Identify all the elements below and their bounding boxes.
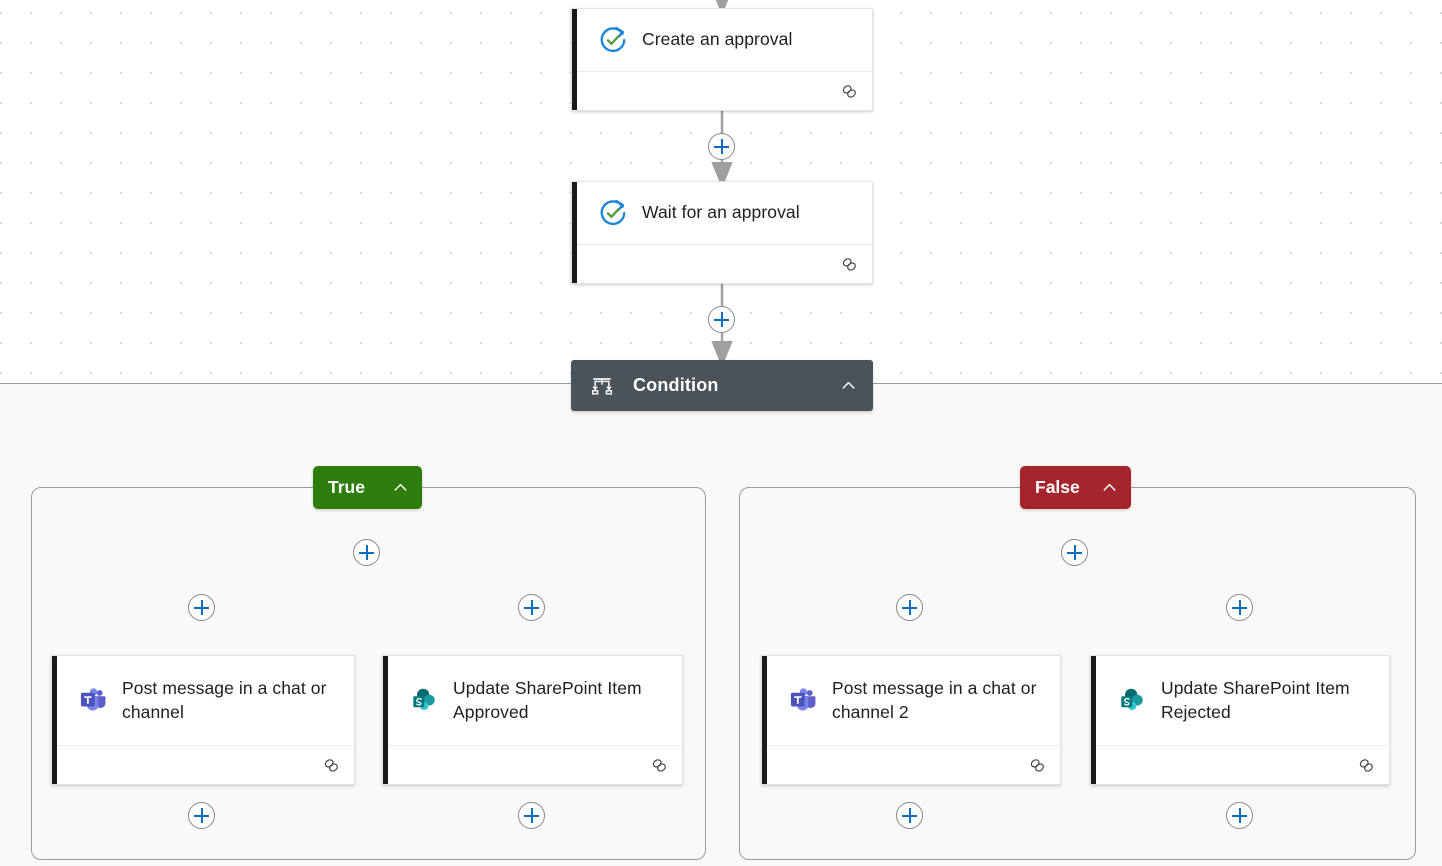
approval-icon bbox=[598, 198, 628, 228]
chain-link-icon[interactable] bbox=[322, 756, 341, 775]
chain-link-icon[interactable] bbox=[1357, 756, 1376, 775]
card-header: Post message in a chat or channel bbox=[52, 656, 354, 745]
branch-label: False bbox=[1035, 477, 1080, 497]
card-footer bbox=[383, 745, 682, 784]
chevron-up-icon[interactable] bbox=[1101, 479, 1118, 496]
insert-step-button-false-root[interactable] bbox=[1061, 539, 1088, 566]
card-title: Wait for an approval bbox=[642, 202, 800, 223]
branch-label: True bbox=[328, 477, 365, 497]
insert-step-button-false-left-end[interactable] bbox=[896, 802, 923, 829]
insert-step-button-after-wait-approval[interactable] bbox=[708, 306, 735, 333]
card-footer bbox=[1091, 745, 1389, 784]
action-card-update-sharepoint-rejected[interactable]: Update SharePoint Item Rejected bbox=[1090, 655, 1390, 785]
insert-step-button-after-create-approval[interactable] bbox=[708, 133, 735, 160]
card-footer bbox=[52, 745, 354, 784]
action-card-post-message-teams-1[interactable]: Post message in a chat or channel bbox=[51, 655, 355, 785]
chain-link-icon[interactable] bbox=[1028, 756, 1047, 775]
card-footer bbox=[572, 244, 872, 283]
action-card-post-message-teams-2[interactable]: Post message in a chat or channel 2 bbox=[761, 655, 1061, 785]
card-accent-bar bbox=[383, 656, 388, 784]
sharepoint-icon bbox=[1117, 686, 1147, 716]
action-card-update-sharepoint-approved[interactable]: Update SharePoint Item Approved bbox=[382, 655, 683, 785]
sharepoint-icon bbox=[409, 686, 439, 716]
approval-icon bbox=[598, 25, 628, 55]
branch-badge-true[interactable]: True bbox=[313, 466, 422, 509]
card-footer bbox=[762, 745, 1060, 784]
card-header: Post message in a chat or channel 2 bbox=[762, 656, 1060, 745]
card-title: Update SharePoint Item Rejected bbox=[1161, 678, 1350, 722]
insert-step-button-false-right[interactable] bbox=[1226, 594, 1253, 621]
insert-step-button-false-left[interactable] bbox=[896, 594, 923, 621]
action-card-create-approval[interactable]: Create an approval bbox=[571, 8, 873, 111]
card-accent-bar bbox=[52, 656, 57, 784]
chain-link-icon[interactable] bbox=[840, 82, 859, 101]
card-title: Post message in a chat or channel bbox=[122, 678, 327, 722]
microsoft-teams-icon bbox=[788, 686, 818, 716]
chevron-up-icon[interactable] bbox=[392, 479, 409, 496]
insert-step-button-true-root[interactable] bbox=[353, 539, 380, 566]
card-title: Update SharePoint Item Approved bbox=[453, 678, 642, 722]
chain-link-icon[interactable] bbox=[840, 255, 859, 274]
card-header: Wait for an approval bbox=[572, 182, 872, 244]
condition-title: Condition bbox=[633, 375, 719, 395]
branch-badge-false[interactable]: False bbox=[1020, 466, 1131, 509]
card-accent-bar bbox=[572, 9, 577, 110]
condition-node[interactable]: Condition bbox=[571, 360, 873, 411]
insert-step-button-true-right[interactable] bbox=[518, 594, 545, 621]
card-accent-bar bbox=[572, 182, 577, 283]
insert-step-button-true-right-end[interactable] bbox=[518, 802, 545, 829]
insert-step-button-true-left-end[interactable] bbox=[188, 802, 215, 829]
card-header: Update SharePoint Item Rejected bbox=[1091, 656, 1389, 745]
card-accent-bar bbox=[1091, 656, 1096, 784]
card-footer bbox=[572, 71, 872, 110]
insert-step-button-false-right-end[interactable] bbox=[1226, 802, 1253, 829]
insert-step-button-true-left[interactable] bbox=[188, 594, 215, 621]
microsoft-teams-icon bbox=[78, 686, 108, 716]
card-header: Update SharePoint Item Approved bbox=[383, 656, 682, 745]
chevron-up-icon[interactable] bbox=[840, 377, 857, 394]
action-card-wait-approval[interactable]: Wait for an approval bbox=[571, 181, 873, 284]
card-title: Post message in a chat or channel 2 bbox=[832, 678, 1037, 722]
card-header: Create an approval bbox=[572, 9, 872, 71]
card-accent-bar bbox=[762, 656, 767, 784]
chain-link-icon[interactable] bbox=[650, 756, 669, 775]
card-title: Create an approval bbox=[642, 29, 793, 50]
condition-branch-icon bbox=[591, 375, 613, 397]
